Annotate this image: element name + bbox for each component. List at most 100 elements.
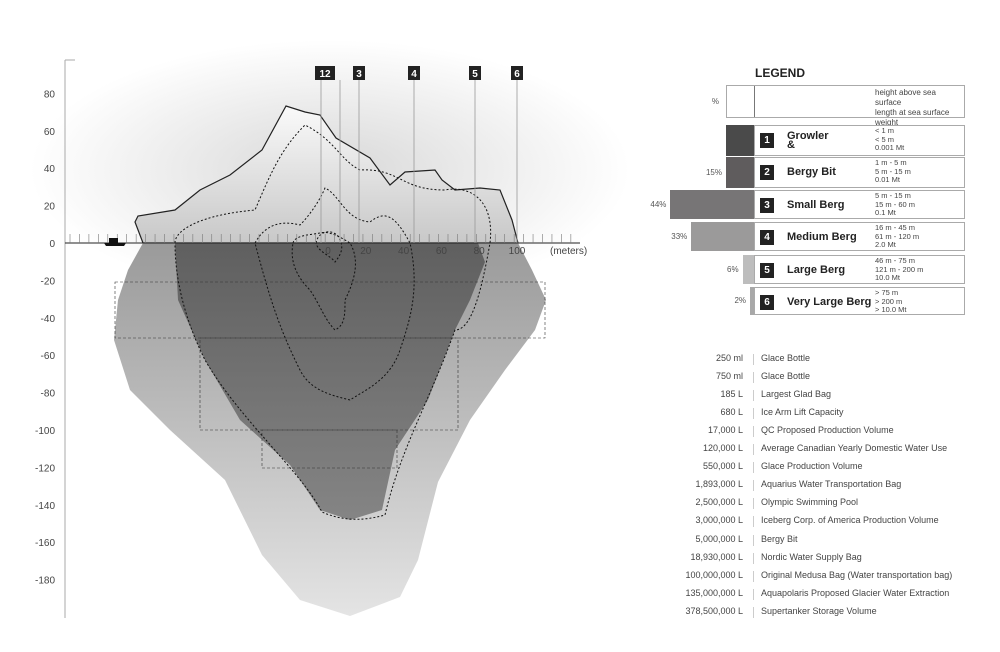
header-line: height above sea surface (875, 88, 936, 107)
volume-value: 550,000 L (702, 461, 743, 472)
y-tick-label: 40 (44, 164, 56, 175)
volume-item: Supertanker Storage Volume (761, 605, 877, 616)
volume-item: Glace Bottle (761, 353, 811, 363)
size-class-name: Medium Berg (787, 231, 857, 243)
y-tick-label: 20 (44, 202, 56, 213)
spec-line: 46 m - 75 m (875, 256, 916, 265)
spec-line: 0.1 Mt (875, 208, 896, 217)
volume-item: Glace Production Volume (761, 461, 863, 472)
size-class-name: Bergy Bit (787, 166, 836, 178)
share-bar (750, 287, 754, 315)
share-bar (691, 222, 754, 251)
name-text: Medium Berg (787, 231, 857, 243)
svg-text:3: 3 (356, 69, 362, 80)
spec-line: < 5 m (875, 134, 894, 144)
spec-line: 16 m - 45 m (875, 223, 916, 232)
name-text: Small Berg (787, 199, 845, 211)
separator (753, 498, 754, 510)
marker-label: 12 (315, 66, 335, 80)
y-tick-label: -20 (41, 276, 56, 287)
x-tick-label: 0 (325, 246, 331, 257)
size-number-badge: 2 (760, 165, 774, 180)
svg-text:12: 12 (319, 69, 331, 80)
share-pct: 6% (727, 264, 739, 274)
spec-line: 0.001 Mt (875, 143, 905, 152)
spec-line: 5 m - 15 m (875, 166, 911, 176)
x-axis-unit: (meters) (550, 246, 587, 257)
volume-value: 120,000 L (702, 443, 743, 454)
separator (753, 408, 754, 420)
volume-value: 18,930,000 L (690, 551, 743, 562)
size-class-name: Very Large Berg (787, 296, 871, 308)
volume-value: 250 ml (715, 353, 743, 363)
y-tick-label: -140 (35, 501, 55, 512)
ampersand: & (787, 139, 795, 151)
volume-value: 5,000,000 L (695, 533, 743, 544)
volume-value: 135,000,000 L (685, 587, 743, 598)
separator (753, 372, 754, 384)
marker-label: 6 (511, 66, 523, 80)
separator (753, 390, 754, 402)
size-specs: > 75 m> 200 m> 10.0 Mt (875, 288, 907, 315)
volume-value: 17,000 L (707, 425, 743, 436)
volume-item: Ice Arm Lift Capacity (761, 407, 844, 418)
spec-line: 10.0 Mt (875, 273, 901, 282)
volume-value: 378,500,000 L (685, 605, 743, 616)
volume-value: 100,000,000 L (685, 569, 743, 580)
volume-item: Aquapolaris Proposed Glacier Water Extra… (761, 587, 950, 598)
volume-item: Bergy Bit (761, 533, 798, 544)
y-tick-label: -160 (35, 538, 55, 549)
name-text: Bergy Bit (787, 166, 836, 178)
separator (753, 354, 754, 365)
spec-line: > 10.0 Mt (875, 305, 907, 314)
size-number-badge: 4 (760, 230, 774, 245)
header-line: length at sea surface (875, 108, 950, 117)
size-class-name: Large Berg (787, 264, 845, 276)
name-text: Growler (787, 130, 829, 142)
y-tick-label: -100 (35, 426, 55, 437)
size-number-badge: 1 (760, 133, 774, 148)
share-bar (670, 190, 754, 219)
volume-value: 2,500,000 L (695, 497, 743, 508)
iceberg-core (175, 243, 485, 520)
spec-line: 1 m - 5 m (875, 158, 907, 167)
volume-value: 3,000,000 L (695, 515, 743, 526)
svg-text:6: 6 (514, 69, 520, 80)
boat-icon (104, 238, 126, 246)
x-tick-label: 60 (436, 246, 448, 257)
legend-row-very-large-berg: 6 Very Large Berg > 75 m> 200 m> 10.0 Mt (754, 287, 965, 315)
name-text: Very Large Berg (787, 296, 872, 308)
share-pct: 15% (705, 167, 722, 177)
volume-item: Glace Bottle (761, 371, 811, 382)
header-line: weight (875, 118, 899, 127)
share-bar (726, 125, 754, 156)
y-tick-label: -40 (41, 314, 56, 325)
x-tick-label: 80 (474, 246, 486, 257)
y-tick-label: -120 (35, 463, 55, 474)
spec-line: 0.01 Mt (875, 175, 901, 184)
x-tick-label: 20 (360, 246, 372, 257)
separator (753, 480, 754, 492)
volume-item: Largest Glad Bag (761, 389, 832, 400)
separator (753, 606, 754, 618)
x-tick-label: 100 (509, 246, 526, 257)
y-tick-label: 0 (49, 239, 55, 250)
y-tick-label: 60 (44, 127, 56, 138)
separator (753, 570, 754, 582)
separator (753, 444, 754, 456)
size-contours (174, 124, 492, 520)
spec-line: < 1 m (875, 126, 894, 135)
separator (753, 534, 754, 546)
size-number-badge: 6 (760, 295, 774, 310)
share-pct: 2% (734, 296, 746, 305)
y-tick-label: -60 (41, 351, 56, 362)
svg-text:5: 5 (472, 69, 478, 80)
share-pct: 33% (671, 231, 688, 241)
